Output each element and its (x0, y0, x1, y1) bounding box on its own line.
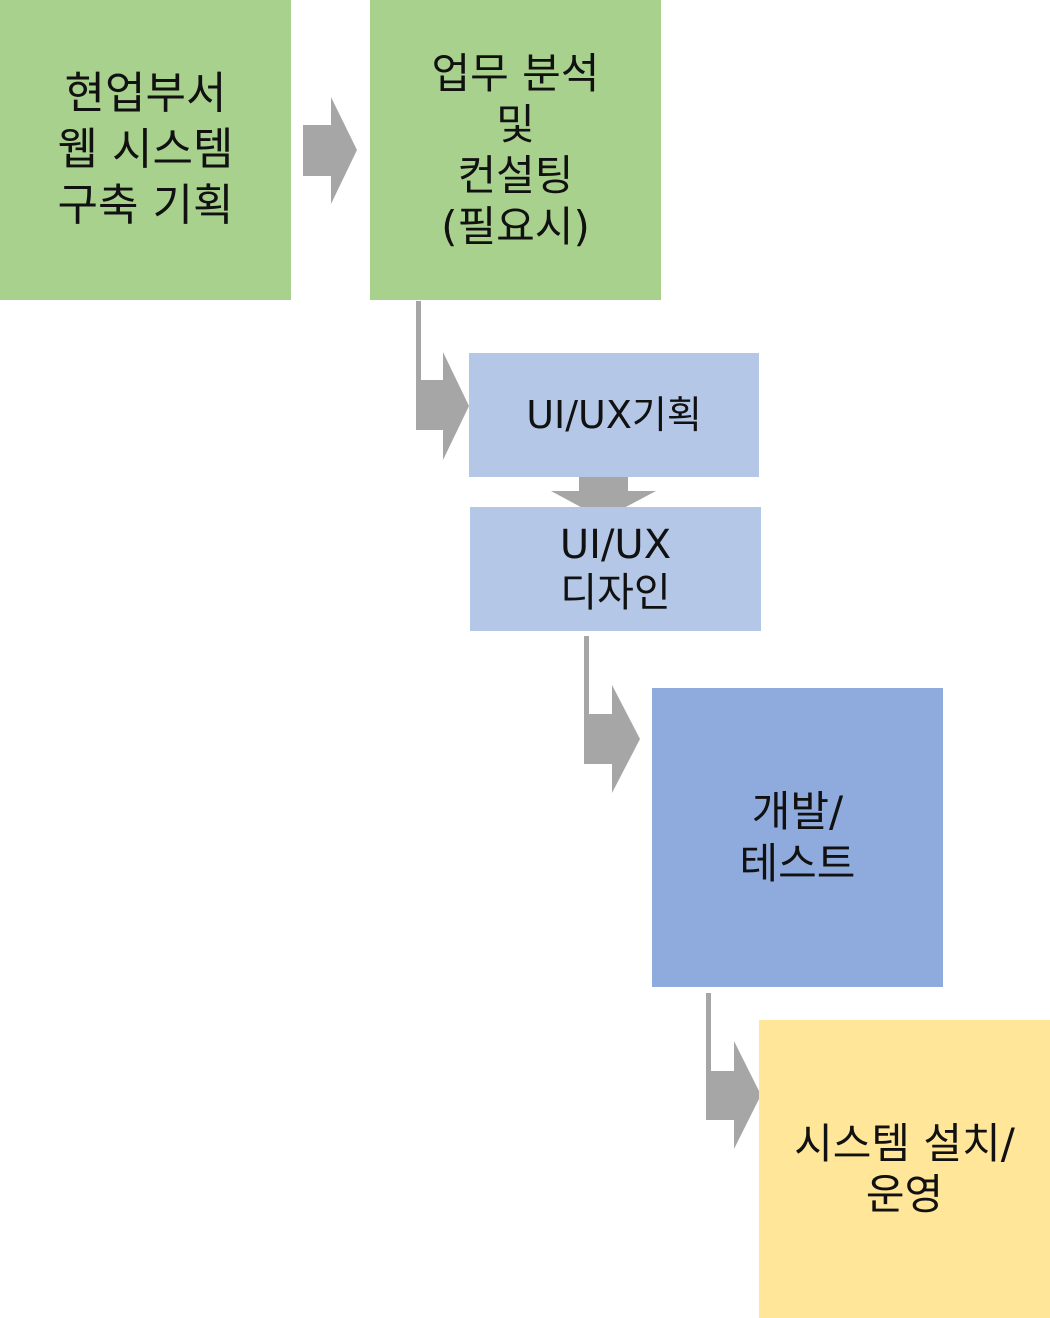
step-development-test: 개발/ 테스트 (652, 688, 943, 987)
arrow-dev-to-ops (706, 993, 761, 1149)
step-system-planning: 현업부서 웹 시스템 구축 기획 (0, 0, 291, 300)
step-uiux-planning-label: UI/UX기획 (526, 392, 702, 437)
step-business-analysis: 업무 분석 및 컨설팅 (필요시) (370, 0, 661, 300)
step-uiux-design: UI/UX 디자인 (470, 507, 761, 631)
step-uiux-design-label: UI/UX 디자인 (559, 522, 672, 616)
step-install-operation: 시스템 설치/ 운영 (759, 1020, 1050, 1318)
step-system-planning-label: 현업부서 웹 시스템 구축 기획 (57, 67, 234, 232)
step-uiux-planning: UI/UX기획 (469, 353, 759, 477)
arrow-plan-to-analysis (303, 97, 357, 204)
arrow-uxplan-to-uxdesign (551, 464, 656, 519)
step-install-operation-label: 시스템 설치/ 운영 (794, 1118, 1015, 1219)
arrow-uxdesign-to-dev (584, 636, 640, 793)
step-business-analysis-label: 업무 분석 및 컨설팅 (필요시) (431, 48, 600, 252)
arrow-analysis-to-uxplan (416, 301, 469, 460)
step-development-test-label: 개발/ 테스트 (739, 787, 856, 888)
